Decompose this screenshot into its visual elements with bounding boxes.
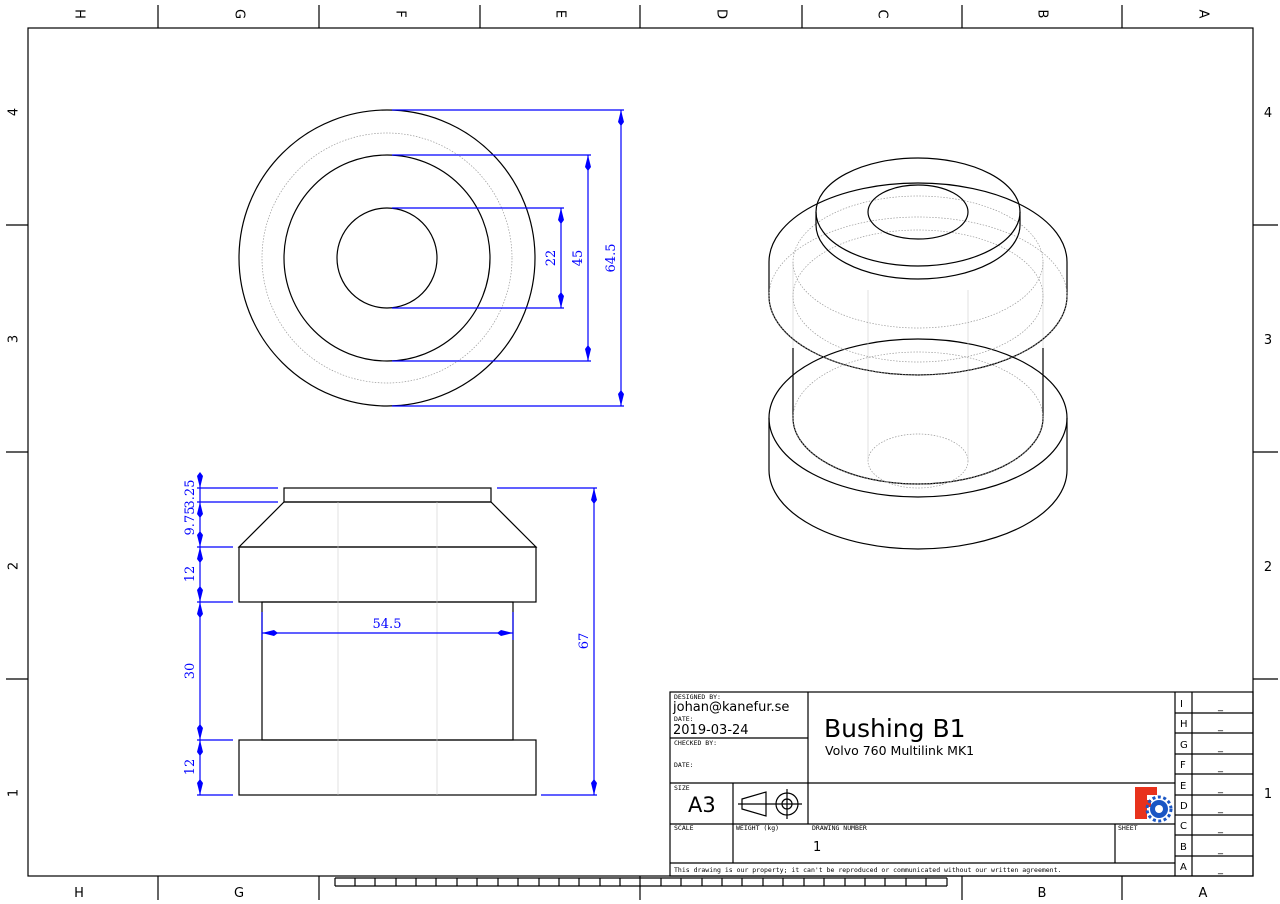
revision-value: _ [1217, 701, 1224, 712]
dimension-label: 12 [183, 566, 198, 583]
freecad-logo-icon [1135, 787, 1173, 823]
checked-date-label: DATE: [674, 761, 694, 769]
dimension-body-height: 30 [183, 602, 203, 740]
drawing-number-value: 1 [813, 840, 821, 855]
revision-value: _ [1217, 844, 1224, 855]
revision-value: _ [1217, 721, 1224, 732]
revision-letter: A [1180, 862, 1187, 873]
outer-flange-circle [238, 109, 536, 407]
date-value: 2019-03-24 [673, 723, 749, 738]
dimension-flange-top-height: 12 [183, 547, 203, 602]
dimension-inner-diameter: 22 [544, 208, 564, 308]
frame-column-label: H [72, 9, 87, 19]
frame-row-label: 3 [7, 335, 22, 343]
dimension-label: 45 [571, 250, 586, 267]
frame-column-label: H [74, 886, 84, 901]
revision-letter: H [1180, 719, 1188, 730]
frame-column-label: E [553, 10, 568, 18]
drawing-subtitle: Volvo 760 Multilink MK1 [825, 743, 974, 758]
dimension-mid-diameter: 45 [571, 155, 591, 361]
dimension-taper-height: 9.75 [183, 507, 203, 547]
revision-letter: C [1180, 821, 1187, 832]
frame-column-label: F [393, 10, 408, 17]
mid-circle [283, 154, 491, 362]
drawing-title: Bushing B1 [824, 714, 966, 743]
designed-by-label: DESIGNED BY: [674, 693, 721, 701]
frame-column-labels-bottom: H G B A [74, 886, 1207, 901]
disclaimer-text: This drawing is our property; it can't b… [674, 866, 1061, 874]
sheet-label: SHEET [1118, 824, 1138, 832]
title-block: DESIGNED BY: johan@kanefur.se DATE: 2019… [669, 691, 1254, 877]
frame-column-label: G [232, 9, 247, 19]
dimension-label: 64.5 [604, 244, 619, 273]
dimension-body-width: 54.5 [261, 612, 514, 640]
front-view: 22 45 64.5 [238, 109, 624, 407]
dimension-label: 54.5 [373, 617, 402, 632]
size-value: A3 [688, 793, 716, 817]
revision-table: I _ H _ G _ F _ E _ D _ C _ B _ A _ [1175, 699, 1253, 875]
revision-letter: G [1180, 740, 1188, 751]
dimension-label: 67 [577, 633, 592, 650]
dimension-flange-bottom-height: 12 [183, 740, 203, 795]
frame-column-label: A [1196, 10, 1211, 19]
frame-column-labels-top: H G F E D C B A [72, 9, 1211, 19]
revision-letter: I [1180, 699, 1183, 710]
frame-column-label: C [875, 9, 890, 18]
revision-letter: B [1180, 842, 1187, 853]
revision-value: _ [1217, 762, 1224, 773]
isometric-view [768, 157, 1068, 550]
frame-row-label: 1 [7, 789, 22, 797]
frame-row-label: 3 [1264, 333, 1272, 348]
drawing-frame [6, 5, 1278, 900]
revision-value: _ [1217, 864, 1224, 875]
first-angle-projection-icon [738, 789, 802, 819]
revision-letter: E [1180, 781, 1186, 792]
revision-value: _ [1217, 742, 1224, 753]
dimension-label: 9.75 [183, 507, 198, 536]
revision-value: _ [1217, 823, 1224, 834]
frame-row-label: 4 [7, 108, 22, 116]
designed-by-value: johan@kanefur.se [672, 700, 789, 715]
dimension-top-height: 3.25 [183, 472, 203, 518]
bore-circle [336, 207, 438, 309]
frame-column-label: B [1035, 10, 1050, 19]
weight-label: WEIGHT (kg) [736, 824, 779, 832]
frame-row-label: 1 [1264, 787, 1272, 802]
frame-column-label: A [1199, 886, 1208, 901]
frame-row-labels-right: 4 3 2 1 [1264, 106, 1272, 802]
drawing-number-label: DRAWING NUMBER [812, 824, 867, 832]
revision-letter: D [1180, 801, 1188, 812]
revision-value: _ [1217, 803, 1224, 814]
revision-letter: F [1180, 760, 1186, 771]
scale-label: SCALE [674, 824, 694, 832]
frame-column-label: G [234, 886, 244, 901]
size-label: SIZE [674, 784, 690, 792]
scale-ruler [334, 877, 948, 887]
frame-column-label: B [1038, 886, 1047, 901]
revision-value: _ [1217, 783, 1224, 794]
hidden-edge-circle [261, 132, 513, 384]
frame-row-labels-left: 4 3 2 1 [7, 108, 22, 797]
dimension-total-height: 67 [497, 487, 597, 796]
dimension-outer-diameter: 64.5 [604, 110, 624, 406]
dimension-label: 22 [544, 250, 559, 267]
side-view: 3.25 9.75 12 30 12 54.5 [183, 472, 597, 796]
frame-row-label: 2 [7, 562, 22, 570]
frame-column-label: D [714, 9, 729, 19]
date-label: DATE: [674, 715, 694, 723]
checked-by-label: CHECKED BY: [674, 739, 717, 747]
frame-row-label: 2 [1264, 560, 1272, 575]
dimension-label: 30 [183, 663, 198, 680]
dimension-label: 3.25 [183, 480, 198, 509]
dimension-label: 12 [183, 759, 198, 776]
frame-row-label: 4 [1264, 106, 1272, 121]
